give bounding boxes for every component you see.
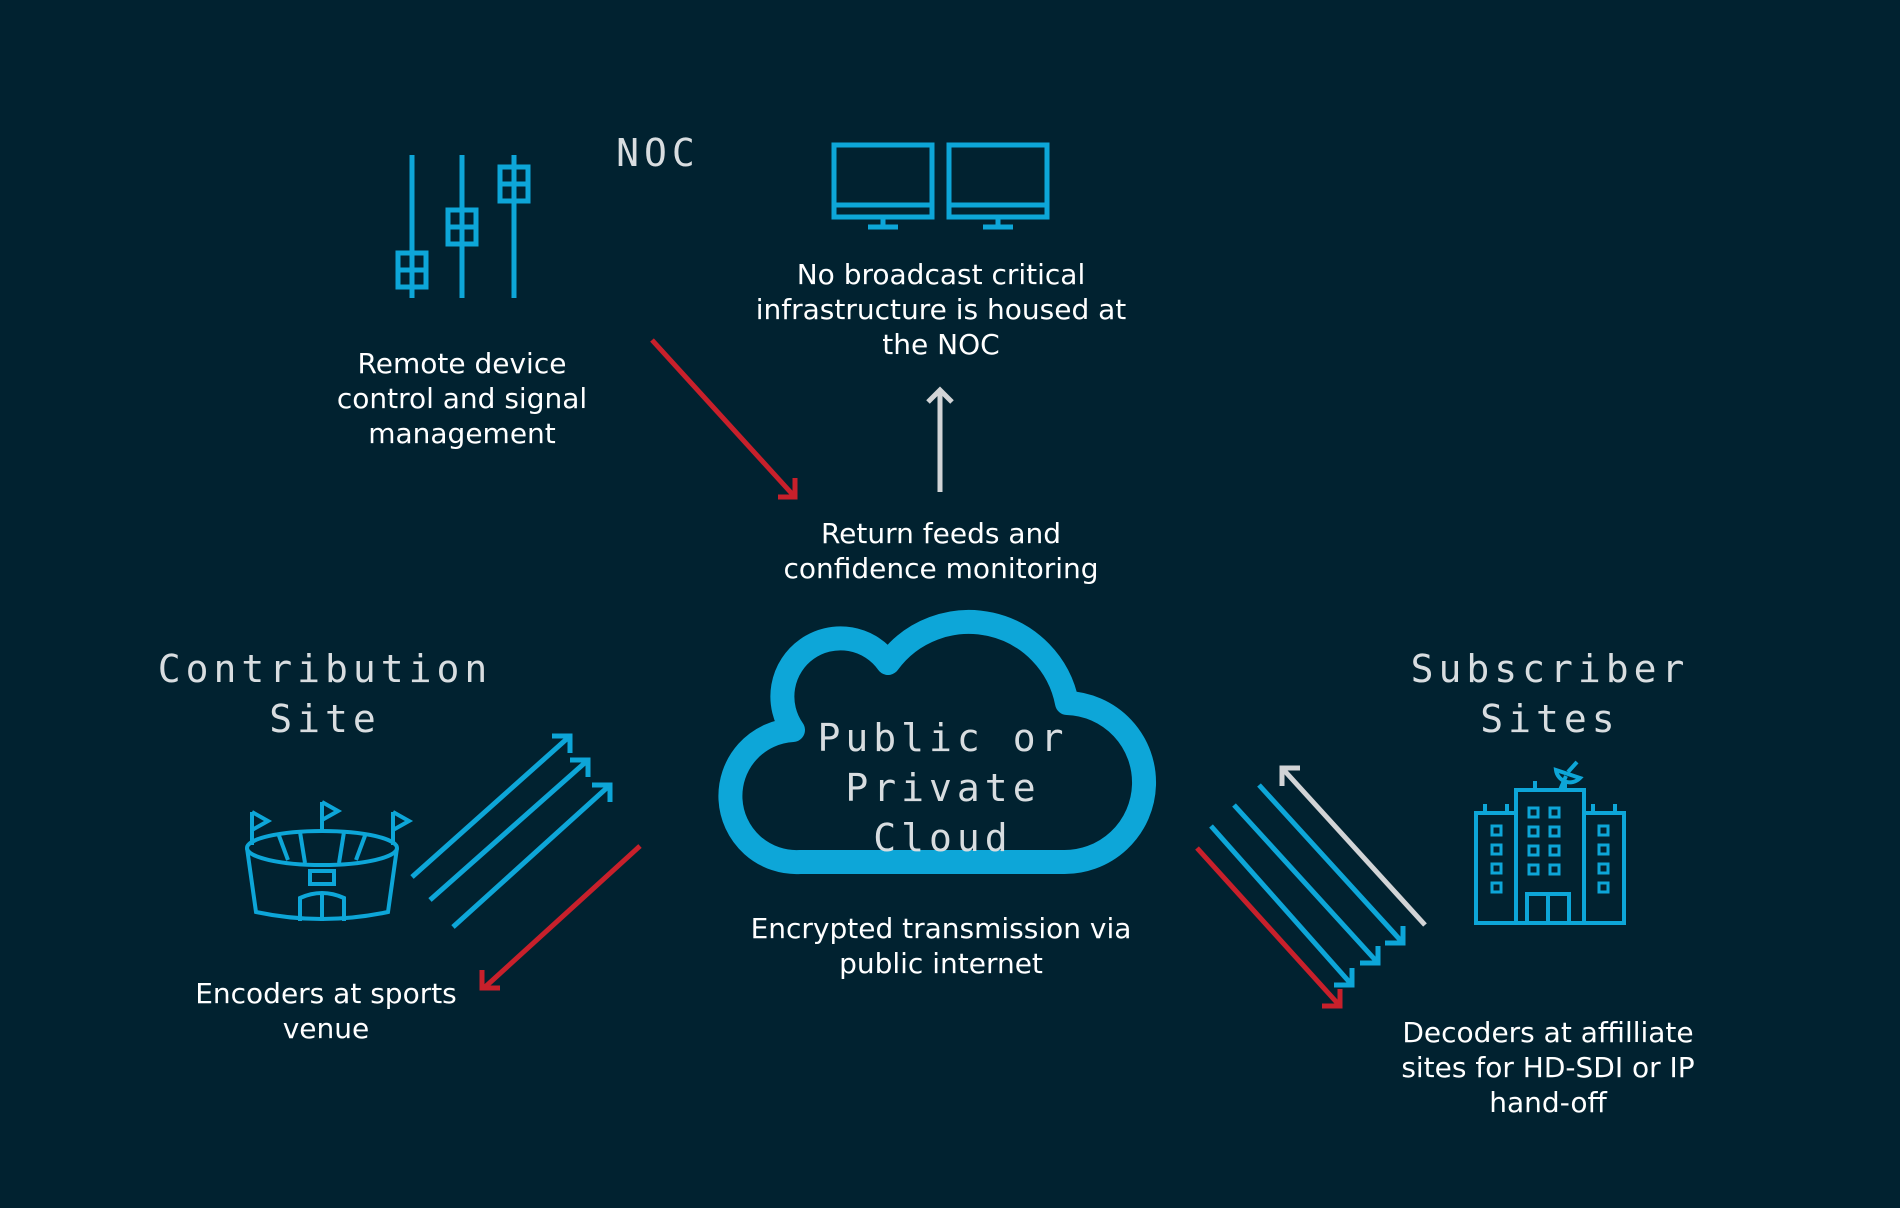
- subscriber-red-arrow: [1195, 846, 1343, 1009]
- no-broadcast-caption: No broadcast critical infrastructure is …: [755, 258, 1127, 361]
- building-icon: [1474, 760, 1626, 925]
- subscriber-downlink-arrows: [1209, 783, 1406, 988]
- contribution-uplink-arrows: [410, 733, 613, 929]
- cloud-icon: [718, 609, 1156, 875]
- control-arrow: [650, 338, 798, 500]
- encrypted-transmission-caption: Encrypted transmission via public intern…: [750, 912, 1132, 980]
- noc-heading: NOC: [616, 131, 700, 175]
- monitors-icon: [831, 142, 1050, 230]
- decoders-caption: Decoders at affilliate sites for HD-SDI …: [1401, 1016, 1695, 1119]
- subscriber-return-arrow: [1279, 765, 1427, 927]
- sliders-icon: [395, 155, 531, 298]
- contribution-downlink-arrow: [479, 844, 642, 991]
- contribution-site-heading: Contribution Site: [157, 647, 493, 741]
- subscriber-sites-heading: Subscriber Sites: [1410, 647, 1690, 741]
- encoders-caption: Encoders at sports venue: [195, 977, 457, 1045]
- remote-control-caption: Remote device control and signal managem…: [336, 347, 588, 450]
- cloud-label: Public or Private Cloud: [817, 716, 1069, 860]
- stadium-icon: [245, 800, 414, 921]
- return-feeds-caption: Return feeds and confidence monitoring: [783, 517, 1099, 585]
- return-feed-arrow: [926, 386, 954, 492]
